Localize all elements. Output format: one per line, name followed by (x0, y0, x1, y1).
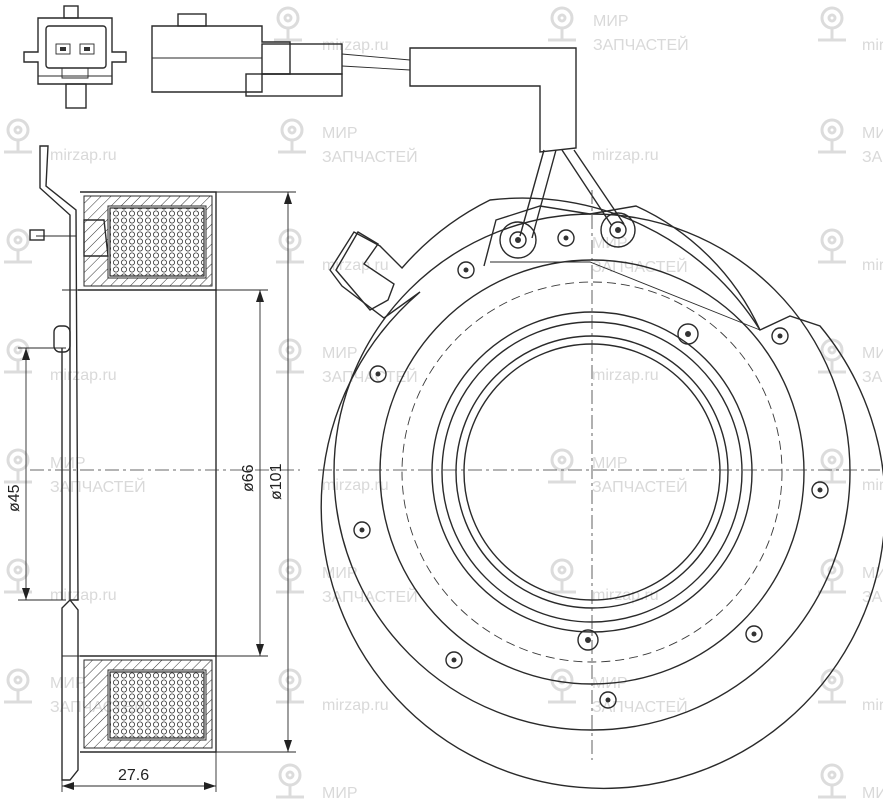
watermark-logo-icon (4, 118, 32, 154)
watermark-text-line2: ЗАПЧАСТЕЙ (862, 147, 883, 166)
coil-side-section-view (29, 145, 300, 781)
dimension-diameter-45: ø45 (6, 484, 23, 512)
watermark-text-line2: ЗАПЧАСТЕЙ (50, 477, 146, 496)
watermark-logo-icon (276, 668, 304, 704)
terminal-lug-left (499, 221, 537, 259)
watermark-text-line1: МИР (592, 455, 628, 472)
watermark-site: mirzap.ru (322, 477, 389, 494)
watermark-layer: МИР ЗАПЧАСТЕЙ mirzap.ru mirzap.ru МИР ЗА… (4, 6, 883, 800)
rivet-icon (677, 323, 699, 345)
watermark-logo-icon (818, 228, 846, 264)
watermark-logo-icon (4, 338, 32, 374)
watermark-text-line2: ЗАПЧАСТЕЙ (862, 587, 883, 606)
watermark-site: mirzap.ru (862, 37, 883, 54)
watermark-logo-icon (818, 668, 846, 704)
watermark-logo-icon (548, 6, 576, 42)
watermark-site: mirzap.ru (322, 257, 389, 274)
connector-front-view (23, 5, 127, 109)
watermark-text-line2: ЗАПЧАСТЕЙ (593, 35, 689, 54)
watermark-site: mirzap.ru (50, 587, 117, 604)
rivet-icon (577, 629, 599, 651)
watermark-text-line1: МИР (50, 675, 86, 692)
rivet-icon (457, 261, 475, 279)
rivet-icon (811, 481, 829, 499)
watermark-logo-icon (548, 558, 576, 594)
watermark-site: mirzap.ru (322, 697, 389, 714)
watermark-logo-icon (818, 338, 846, 374)
watermark-logo-icon (4, 668, 32, 704)
watermark-site: mirzap.ru (862, 257, 883, 274)
watermark-text-line1: МИР (322, 345, 358, 362)
watermark-logo-icon (818, 763, 846, 799)
rivet-icon (771, 327, 789, 345)
dimension-diameter-101: ø101 (268, 463, 285, 500)
connector-side-view (151, 13, 625, 239)
watermark-logo-icon (278, 118, 306, 154)
watermark-text-line1: МИР (322, 785, 358, 800)
watermark-text-line1: МИР (322, 125, 358, 142)
rivet-icon (353, 521, 371, 539)
watermark-logo-icon (818, 118, 846, 154)
watermark-text-line1: МИР (50, 455, 86, 472)
watermark-text-line1: МИР (862, 125, 883, 142)
watermark-logo-icon (818, 6, 846, 42)
watermark-logo-icon (276, 558, 304, 594)
watermark-site: mirzap.ru (592, 147, 659, 164)
rivet-icon (445, 651, 463, 669)
dimension-layer: ø45 ø66 ø101 27.6 (6, 191, 296, 792)
watermark-text-line1: МИР (862, 345, 883, 362)
dimension-width: 27.6 (118, 767, 149, 784)
dimension-diameter-66: ø66 (240, 464, 257, 492)
watermark-text-line2: ЗАПЧАСТЕЙ (592, 477, 688, 496)
watermark-logo-icon (274, 6, 302, 42)
watermark-site: mirzap.ru (592, 367, 659, 384)
watermark-text-line2: ЗАПЧАСТЕЙ (322, 587, 418, 606)
watermark-logo-icon (548, 448, 576, 484)
watermark-logo-icon (818, 558, 846, 594)
watermark-site: mirzap.ru (862, 697, 883, 714)
rivet-icon (745, 625, 763, 643)
rivet-icon (369, 365, 387, 383)
watermark-logo-icon (276, 763, 304, 799)
watermark-text-line2: ЗАПЧАСТЕЙ (862, 367, 883, 386)
watermark-logo-icon (4, 558, 32, 594)
watermark-logo-icon (4, 228, 32, 264)
watermark-text-line2: ЗАПЧАСТЕЙ (322, 147, 418, 166)
watermark-site: mirzap.ru (50, 367, 117, 384)
watermark-logo-icon (548, 668, 576, 704)
watermark-site: mirzap.ru (862, 477, 883, 494)
watermark-text-line1: МИР (592, 235, 628, 252)
watermark-site: mirzap.ru (322, 37, 389, 54)
watermark-site: mirzap.ru (50, 147, 117, 164)
rivet-icon (599, 691, 617, 709)
coil-front-view (318, 190, 883, 790)
watermark-text-line1: МИР (862, 565, 883, 582)
rivet-icon (557, 229, 575, 247)
watermark-logo-icon (276, 228, 304, 264)
watermark-logo-icon (276, 338, 304, 374)
watermark-text-line1: МИР (593, 13, 629, 30)
watermark-text-line1: МИР (862, 785, 883, 800)
terminal-lug-right (600, 212, 636, 248)
watermark-logo-icon (4, 448, 32, 484)
watermark-logo-icon (818, 448, 846, 484)
